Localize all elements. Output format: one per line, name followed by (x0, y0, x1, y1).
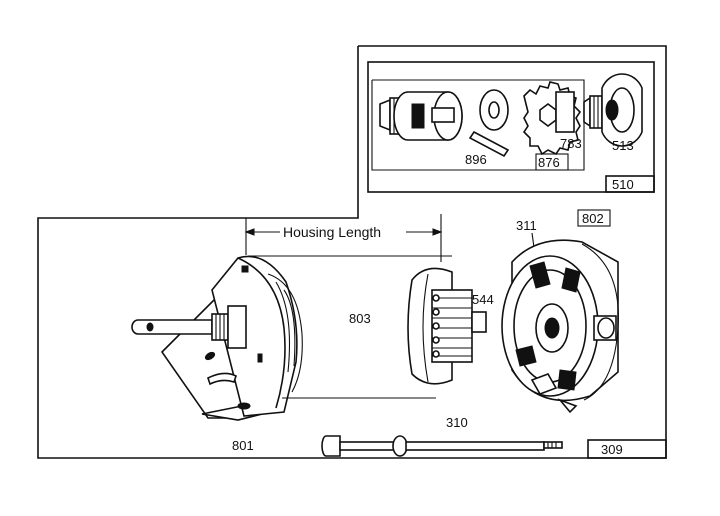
through-bolt-310 (321, 435, 563, 457)
drive-end-cap-801 (131, 255, 303, 421)
gear-783 (522, 81, 582, 156)
callout-876: 876 (538, 155, 560, 170)
callout-311: 311 (516, 218, 537, 233)
armature-544 (407, 267, 487, 385)
callout-801: 801 (232, 438, 254, 453)
dimension-arrow-left (244, 228, 255, 236)
drive-parts-tray (371, 79, 585, 171)
callout-896: 896 (465, 152, 487, 167)
callout-310: 310 (446, 415, 468, 430)
drive-assembly (379, 91, 463, 141)
drive-kit-box-510 (367, 61, 655, 193)
end-cap-802 (501, 239, 619, 414)
label-box-876 (535, 153, 569, 171)
stop-collar-513 (583, 73, 643, 147)
callout-309: 309 (601, 442, 623, 457)
callout-783: 783 (560, 136, 582, 151)
callout-510: 510 (612, 177, 634, 192)
callout-803: 803 (349, 311, 371, 326)
callout-513: 513 (612, 138, 634, 153)
label-box-802 (577, 209, 611, 227)
callout-802: 802 (582, 211, 604, 226)
assembly-frame-309 (37, 45, 667, 459)
dimension-arrow-right (432, 228, 443, 236)
washer (479, 89, 509, 131)
pin-896 (468, 130, 510, 158)
label-box-510 (605, 175, 655, 193)
callout-544: 544 (472, 292, 494, 307)
dimension-label-housing-length: Housing Length (283, 224, 381, 240)
label-box-309 (587, 439, 667, 459)
